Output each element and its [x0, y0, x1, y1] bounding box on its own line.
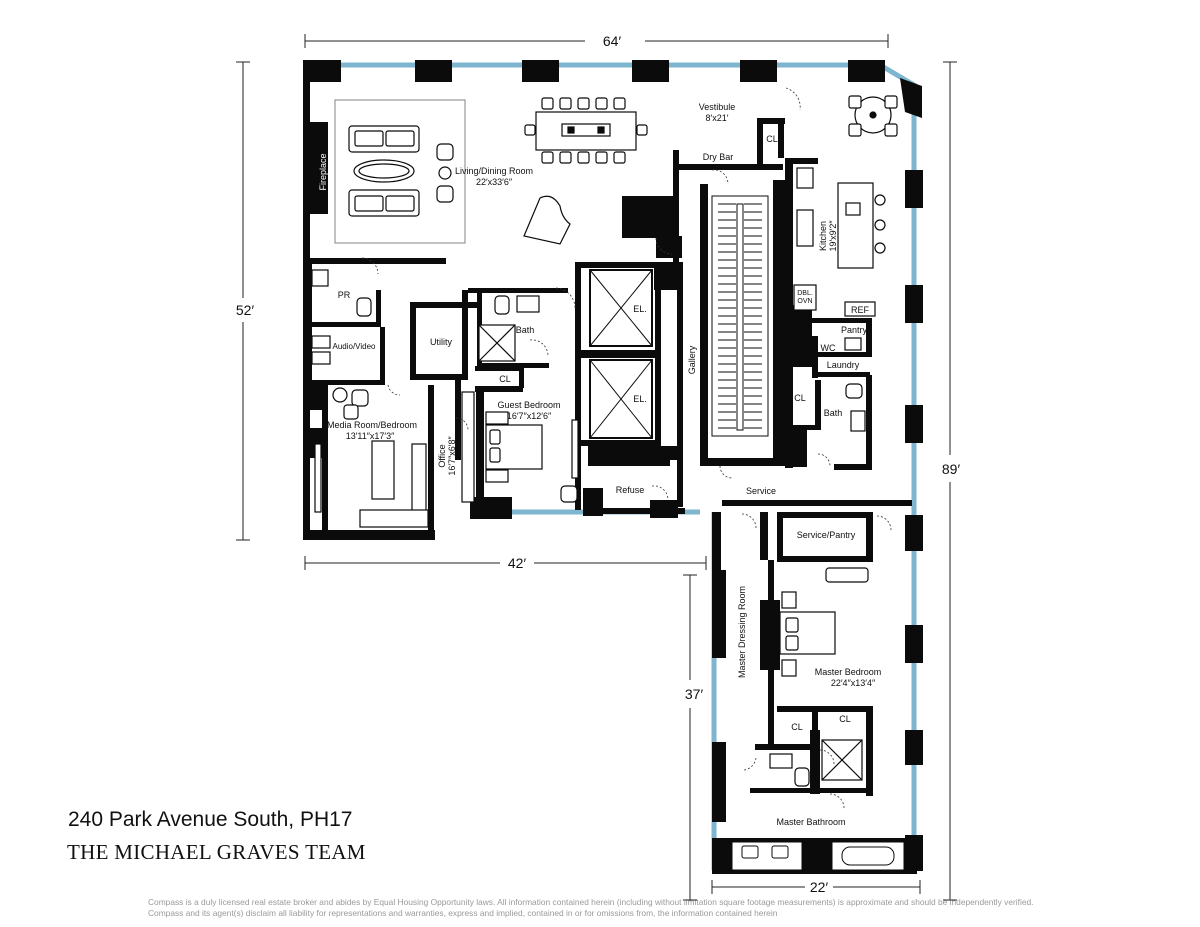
refuse-chutes	[592, 448, 644, 462]
label-living-dining: Living/Dining Room	[455, 166, 533, 176]
stair-outline	[711, 195, 769, 437]
master-bath-fixtures	[731, 841, 905, 871]
elevator-x-marks	[589, 269, 653, 439]
label-bath-guest: Bath	[516, 325, 535, 335]
label-refuse: Refuse	[616, 485, 645, 495]
label-kitchen-size: 19′x9′2″	[828, 220, 838, 252]
label-media-room-size: 13′11″x17′3″	[346, 431, 395, 441]
label-bath-service: Bath	[824, 408, 843, 418]
label-double-oven-2: OVN	[797, 298, 812, 305]
label-closet-vestibule: CL	[766, 134, 778, 144]
label-guest-bedroom: Guest Bedroom	[497, 400, 560, 410]
interior-walls	[306, 118, 912, 796]
label-guest-bedroom-size: 16′7″x12′6″	[507, 411, 552, 421]
room-labels: Living/Dining Room 22′x33′6″ Fireplace V…	[318, 102, 881, 827]
round-table-chairs	[848, 95, 898, 137]
furniture	[311, 96, 892, 787]
stairs	[711, 195, 769, 437]
label-elevator-1: EL.	[633, 304, 647, 314]
dining-chair	[595, 97, 608, 110]
label-powder-room: PR	[338, 290, 351, 300]
label-master-bedroom: Master Bedroom	[815, 667, 882, 677]
dining-chair	[613, 151, 626, 164]
dining-chair	[613, 97, 626, 110]
label-utility: Utility	[430, 337, 452, 347]
label-kitchen: Kitchen	[818, 221, 828, 251]
label-living-dining-size: 22′x33′6″	[476, 177, 513, 187]
label-double-oven-1: DBL.	[797, 290, 813, 297]
label-office: Office	[437, 444, 447, 467]
dimension-mid-width: 42′	[508, 555, 527, 571]
dining-chair	[577, 97, 590, 110]
dining-chair	[541, 151, 554, 164]
label-closet-master-1: CL	[791, 722, 803, 732]
dimension-bottom-width: 22′	[810, 879, 829, 895]
dining-chairs	[541, 97, 626, 164]
label-vestibule-size: 8′x21′	[706, 113, 729, 123]
dimension-lower-left-height: 37′	[685, 686, 704, 702]
door-swings	[361, 87, 892, 809]
team-name: THE MICHAEL GRAVES TEAM	[67, 840, 366, 864]
label-vestibule: Vestibule	[699, 102, 736, 112]
property-address: 240 Park Avenue South, PH17	[68, 808, 353, 831]
legal-disclaimer: Compass is a duly licensed real estate b…	[148, 897, 1034, 918]
dimension-top-width: 64′	[603, 33, 622, 49]
label-audio-video: Audio/Video	[333, 342, 377, 351]
stair-rail	[736, 203, 744, 431]
label-master-bathroom: Master Bathroom	[776, 817, 845, 827]
dining-chair	[559, 151, 572, 164]
label-service: Service	[746, 486, 776, 496]
label-service-pantry: Service/Pantry	[797, 530, 856, 540]
label-closet-laundry: CL	[794, 393, 806, 403]
label-closet-guest: CL	[499, 374, 511, 384]
label-closet-master-2: CL	[839, 714, 851, 724]
label-elevator-2: EL.	[633, 394, 647, 404]
dimension-lines	[236, 34, 957, 901]
dining-chair	[541, 97, 554, 110]
label-dry-bar: Dry Bar	[703, 152, 734, 162]
dimension-right-height: 89′	[942, 461, 961, 477]
label-refrigerator: REF	[851, 305, 870, 315]
dining-chair	[577, 151, 590, 164]
label-office-size: 16′7″x6′8″	[447, 436, 457, 476]
label-laundry: Laundry	[827, 360, 860, 370]
label-media-room: Media Room/Bedroom	[327, 420, 417, 430]
dining-chair	[559, 97, 572, 110]
label-master-bedroom-size: 22′4″x13′4″	[831, 678, 876, 688]
label-wc: WC	[821, 343, 836, 353]
dining-chair	[595, 151, 608, 164]
dimension-left-height: 52′	[236, 302, 255, 318]
label-gallery: Gallery	[687, 345, 697, 374]
label-fireplace: Fireplace	[318, 153, 328, 190]
label-pantry: Pantry	[841, 325, 868, 335]
label-master-dressing: Master Dressing Room	[737, 586, 747, 678]
